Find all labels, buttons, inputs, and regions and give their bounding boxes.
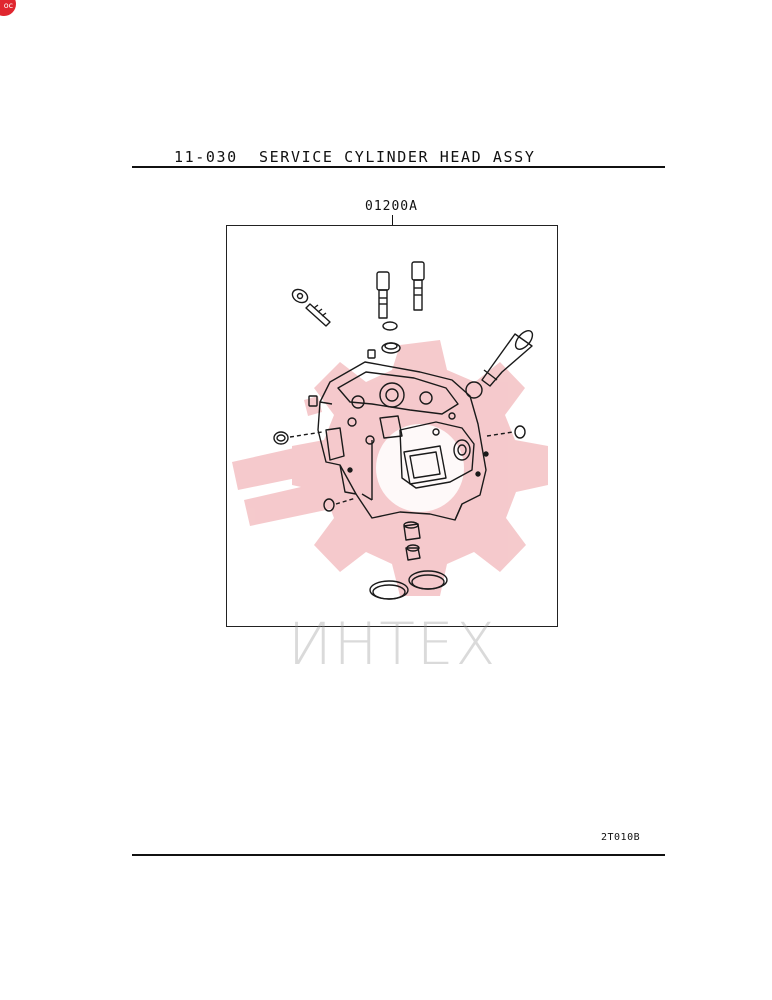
valve-guide-right-icon (411, 261, 425, 311)
plug-left-icon (273, 431, 289, 445)
cylinder-head-block-icon (317, 361, 489, 521)
plug-lower-icon (323, 498, 335, 512)
valve-cap-icon (382, 321, 398, 331)
dowel-icon (308, 395, 318, 407)
valve-seat-insert-icon (403, 521, 421, 541)
drawing-code: 2T010B (601, 832, 641, 843)
injector-sleeve-icon (481, 330, 534, 387)
valve-guide-left-icon (376, 271, 390, 319)
page-title: 11-030 SERVICE CYLINDER HEAD ASSY (174, 148, 536, 166)
part-number-label: 01200A (365, 199, 418, 214)
seal-ring-left-icon (369, 580, 409, 600)
gear-watermark-icon (232, 340, 548, 596)
seal-ring-right-icon (408, 570, 448, 590)
valve-seat-ring-icon (381, 342, 401, 354)
watermark-text: ИНТЕХ (288, 610, 498, 678)
corner-badge: oc (0, 0, 16, 16)
bottom-rule (132, 854, 665, 856)
small-plug-icon (367, 349, 376, 359)
stud-bolt-icon (291, 288, 331, 327)
valve-seat-insert-2-icon (405, 544, 421, 561)
plug-right-icon (514, 425, 526, 439)
illustration-frame (226, 225, 558, 627)
part-number-leader (392, 215, 393, 225)
top-rule (132, 166, 665, 168)
o-ring-icon (465, 381, 483, 399)
